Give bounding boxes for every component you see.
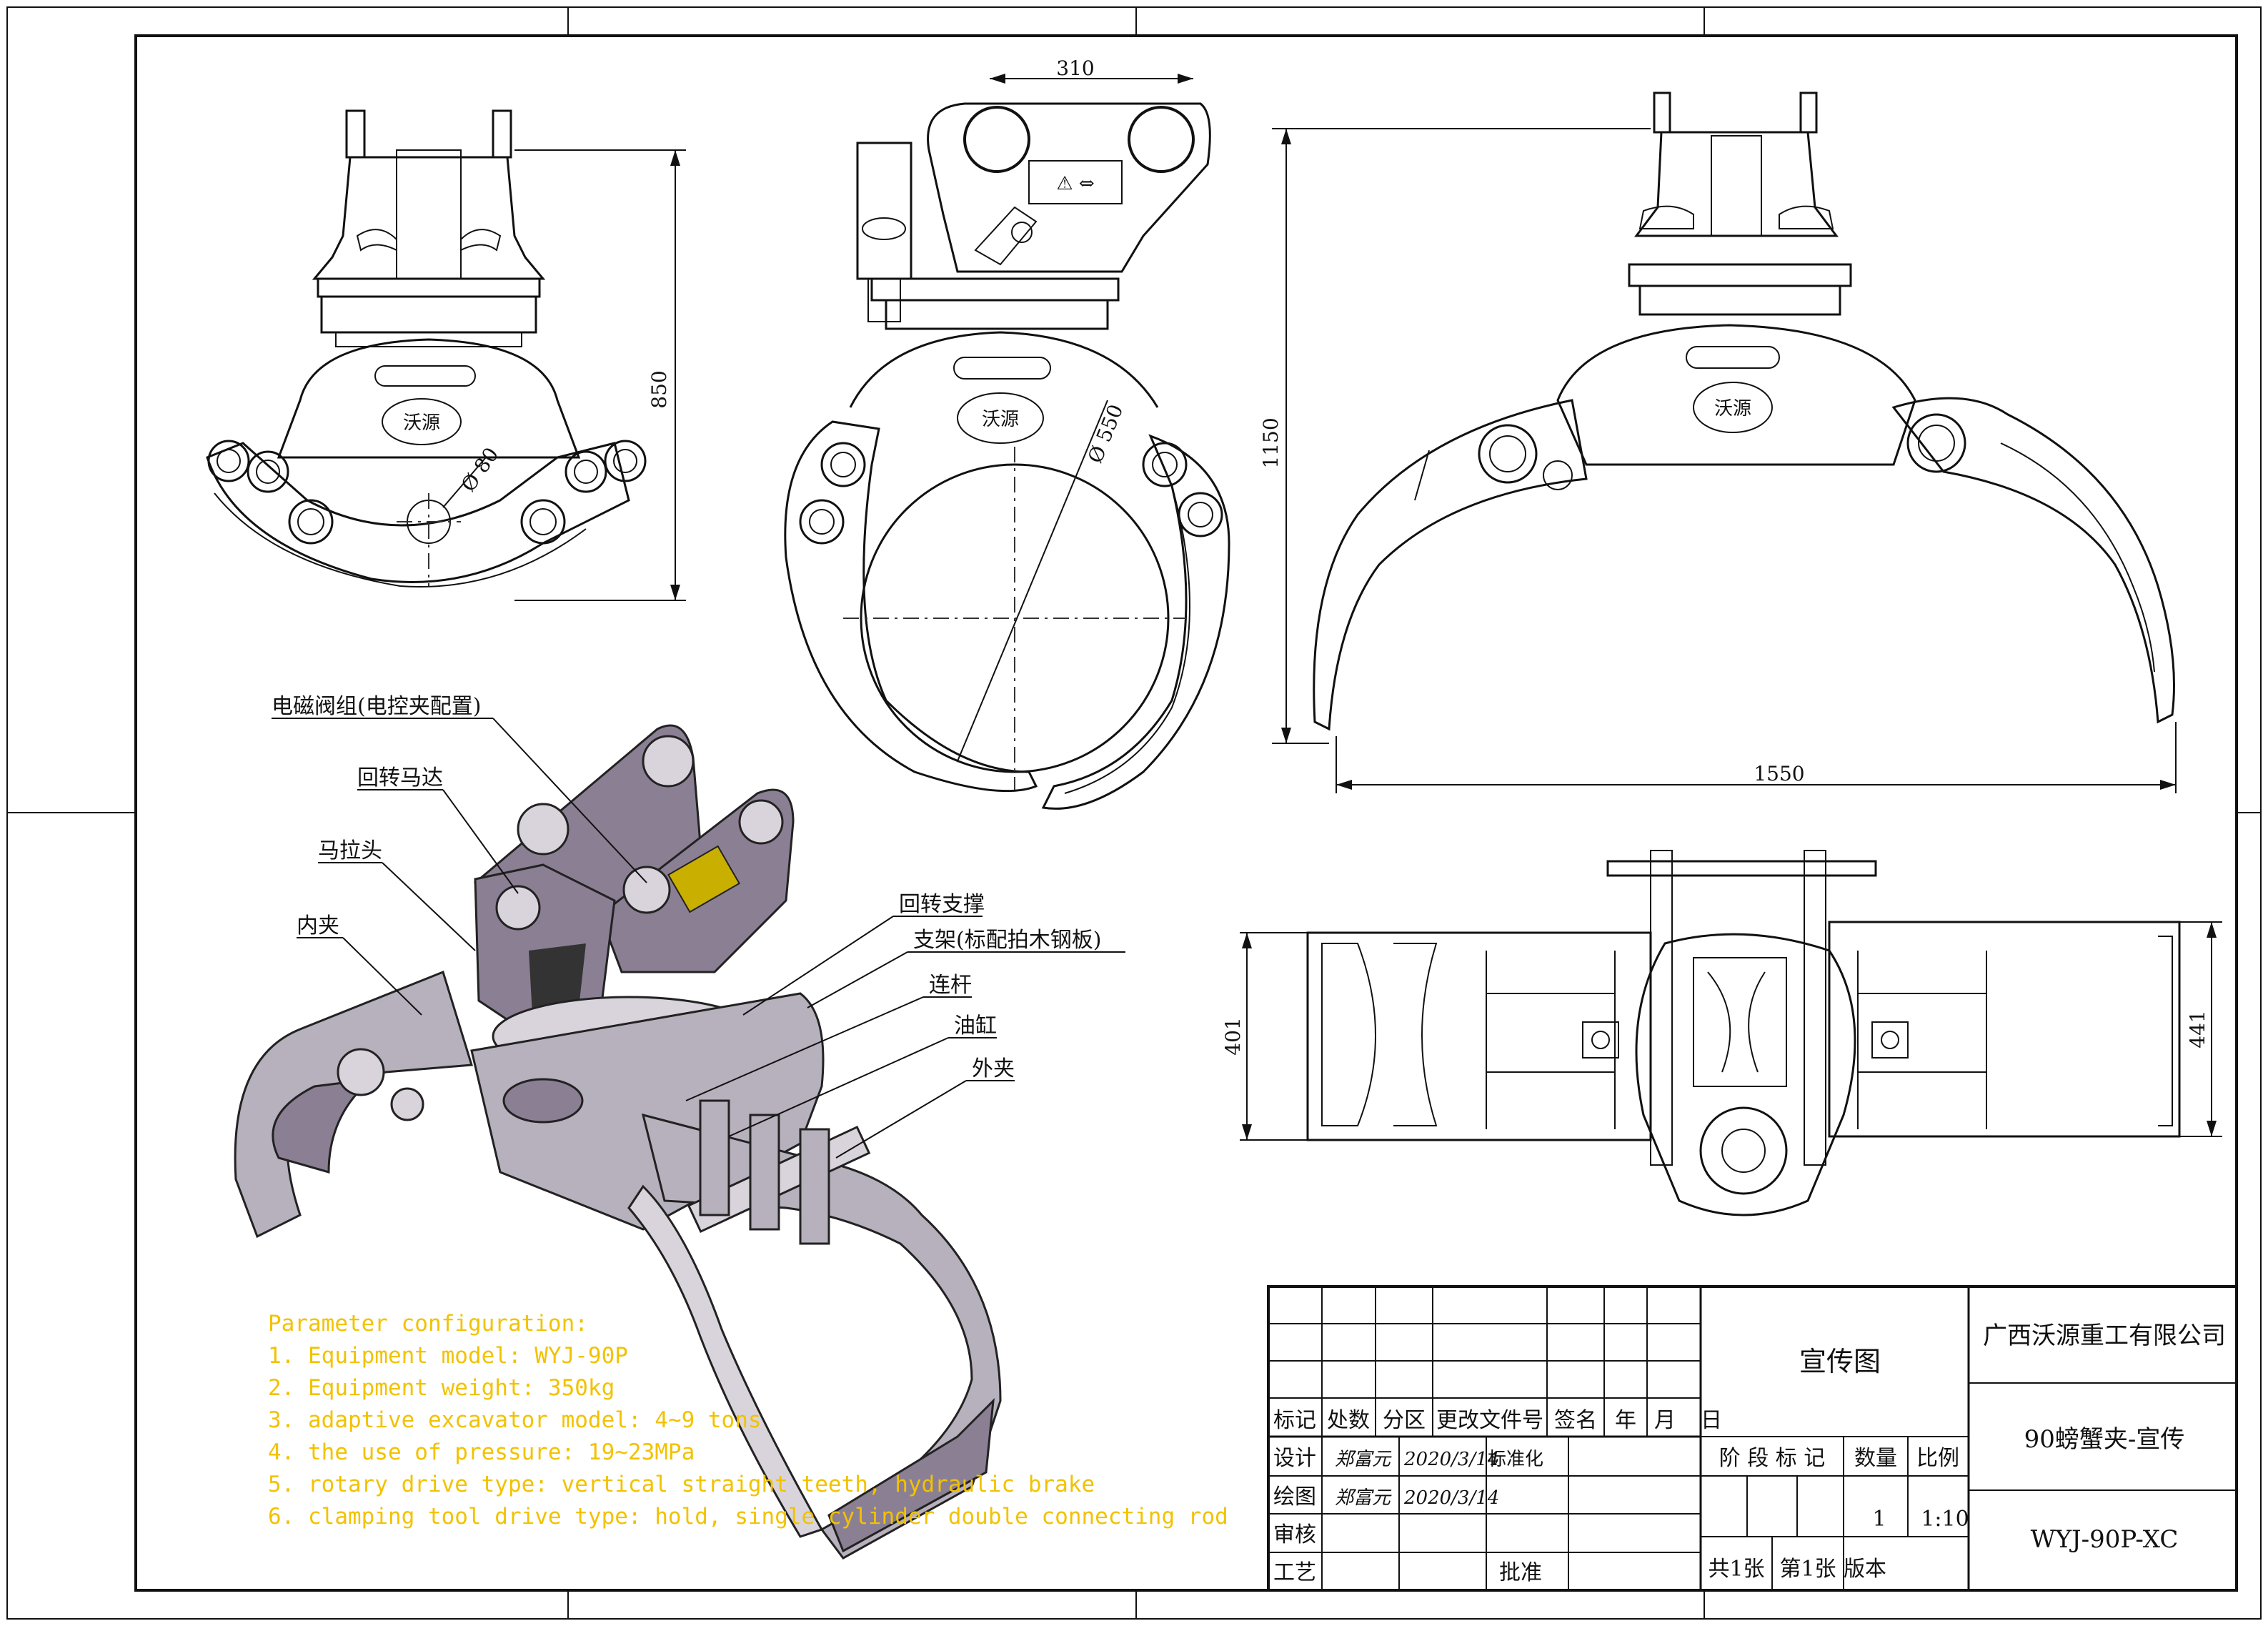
- process-label: 工艺: [1273, 1560, 1316, 1585]
- side-view: 310 ⚠ ⇔ 沃源 Ø 550: [784, 56, 1230, 810]
- svg-text:沃源: 沃源: [982, 409, 1019, 430]
- col-day: 日: [1701, 1408, 1722, 1433]
- callout-rotary-motor: 回转马达: [357, 765, 443, 790]
- front-view-closed: 沃源 Ø 80 850: [206, 109, 686, 601]
- draw-label: 绘图: [1273, 1484, 1316, 1509]
- col-zone: 分区: [1383, 1408, 1426, 1433]
- col-sign: 签名: [1554, 1408, 1597, 1433]
- qty-label: 数量: [1854, 1446, 1897, 1471]
- scale-label: 比例: [1916, 1446, 1959, 1471]
- version-label: 版本: [1844, 1557, 1886, 1582]
- col-month: 月: [1654, 1408, 1676, 1433]
- drawing-title: 宣传图: [1799, 1346, 1881, 1377]
- callout-cylinder: 油缸: [954, 1013, 997, 1038]
- param-line-4: 4. the use of pressure: 19~23MPa: [268, 1439, 695, 1465]
- param-line-2: 2. Equipment weight: 350kg: [268, 1375, 615, 1401]
- callout-outer-jaw: 外夹: [972, 1056, 1015, 1081]
- svg-text:沃源: 沃源: [403, 412, 440, 434]
- col-year: 年: [1615, 1408, 1636, 1433]
- param-line-1: 1. Equipment model: WYJ-90P: [268, 1343, 628, 1369]
- plan-right-dim: 441: [2186, 1010, 2209, 1048]
- param-line-6: 6. clamping tool drive type: hold, singl…: [268, 1504, 1228, 1530]
- scale-value: 1:10: [1921, 1507, 1969, 1532]
- callout-labels: 电磁阀组(电控夹配置) 回转马达 马拉头 内夹 回转支撑 支架(标配拍木钢板) …: [272, 694, 1125, 1159]
- svg-text:沃源: 沃源: [1714, 398, 1751, 420]
- callout-hanger-head: 马拉头: [318, 838, 382, 863]
- callout-slewing-bearing: 回转支撑: [899, 892, 985, 917]
- isometric-view: [234, 724, 1002, 1560]
- param-line-3: 3. adaptive excavator model: 4~9 tons: [268, 1407, 762, 1433]
- front-view-open: 沃源 1150 1550: [1259, 91, 2177, 793]
- drawing-number: WYJ-90P-XC: [2031, 1525, 2179, 1554]
- grip-diameter-dim: Ø 550: [1083, 401, 1128, 466]
- svg-text:⚠ ⇔: ⚠ ⇔: [1056, 173, 1094, 194]
- col-mark: 标记: [1273, 1408, 1316, 1433]
- sheet-number: 第1张: [1779, 1557, 1836, 1582]
- callout-bracket: 支架(标配拍木钢板): [913, 928, 1101, 953]
- stage-label: 阶 段 标 记: [1719, 1446, 1826, 1471]
- sheets-total: 共1张: [1708, 1557, 1764, 1582]
- front-height-dim: 850: [647, 370, 671, 408]
- callout-connecting-rod: 连杆: [929, 973, 972, 998]
- title-block: 标记 处数 分区 更改文件号 签名 年 月 日 设计 郑富元 2020/3/14…: [1267, 1285, 2238, 1592]
- param-line-5: 5. rotary drive type: vertical straight …: [268, 1472, 1095, 1497]
- pin-diameter-dim: Ø 80: [457, 443, 504, 496]
- design-label: 设计: [1273, 1446, 1316, 1471]
- callout-inner-jaw: 内夹: [297, 913, 339, 938]
- design-name: 郑富元: [1335, 1449, 1392, 1470]
- col-change-doc: 更改文件号: [1436, 1408, 1543, 1433]
- param-heading: Parameter configuration:: [268, 1311, 588, 1337]
- plan-left-dim: 401: [1221, 1017, 1245, 1055]
- draw-date: 2020/3/14: [1403, 1487, 1499, 1509]
- product-name: 90螃蟹夹-宣传: [2024, 1425, 2185, 1454]
- open-height-dim: 1150: [1259, 417, 1283, 468]
- company-name: 广西沃源重工有限公司: [1983, 1322, 2226, 1350]
- callout-solenoid-valve: 电磁阀组(电控夹配置): [272, 694, 481, 719]
- sheet-border: [6, 6, 2262, 1620]
- approve-label: 批准: [1499, 1560, 1542, 1585]
- plan-view: 401 441: [1221, 850, 2222, 1216]
- top-width-dim: 310: [1056, 56, 1094, 80]
- review-label: 审核: [1273, 1522, 1316, 1547]
- parameter-configuration: Parameter configuration: 1. Equipment mo…: [268, 1311, 1228, 1530]
- design-date: 2020/3/14: [1403, 1449, 1499, 1470]
- standard-label: 标准化: [1488, 1449, 1543, 1470]
- col-count: 处数: [1327, 1408, 1370, 1433]
- open-width-dim: 1550: [1754, 762, 1804, 785]
- draw-name: 郑富元: [1335, 1487, 1392, 1509]
- qty-value: 1: [1872, 1507, 1886, 1532]
